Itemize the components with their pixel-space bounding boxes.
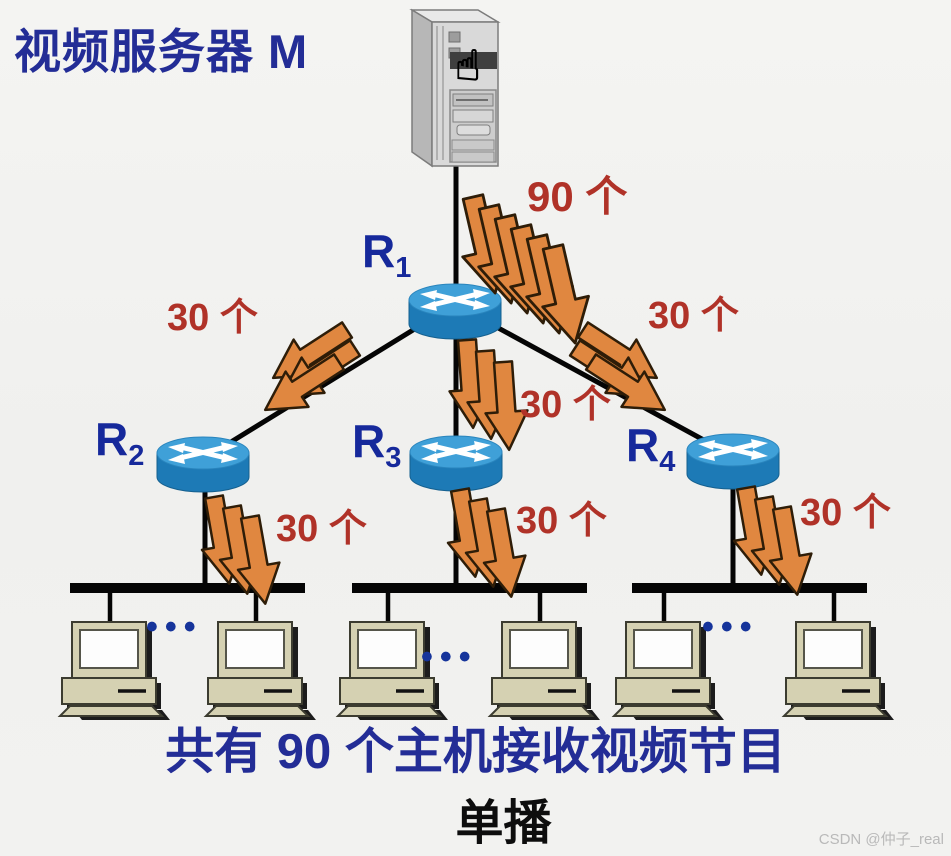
router-label-base: R: [95, 413, 129, 465]
host-ellipsis-middle: •••: [421, 638, 478, 676]
link-r1-r4: [456, 303, 735, 459]
flow-arrows-r1-to-r3: [444, 337, 532, 453]
router-r3-icon: [410, 436, 502, 491]
flow-count-server-to-r1: 90 个: [527, 173, 628, 220]
flow-count-r3-to-lan: 30 个: [516, 500, 607, 542]
hand-cursor-icon: ☝: [455, 42, 481, 89]
router-label-r3: R3: [352, 418, 401, 473]
router-label-r1: R1: [362, 228, 411, 283]
flow-count-r4-to-lan: 30 个: [800, 492, 891, 534]
router-label-base: R: [362, 225, 396, 277]
router-label-sub: 1: [395, 252, 412, 285]
router-label-base: R: [352, 415, 386, 467]
router-label-sub: 2: [128, 440, 145, 473]
router-r1-icon: [409, 284, 501, 339]
flow-count-r1-to-r2: 30 个: [167, 297, 258, 339]
router-label-base: R: [626, 419, 660, 471]
host-computer: [204, 620, 318, 722]
link-r1-r2: [203, 303, 454, 461]
watermark: CSDN @仲子_real: [818, 831, 944, 848]
host-ellipsis-left: •••: [146, 608, 203, 646]
host-drop-lines: [107, 590, 837, 624]
router-label-r4: R4: [626, 422, 675, 477]
flow-count-r1-to-r4: 30 个: [648, 295, 739, 337]
router-label-sub: 4: [659, 446, 676, 479]
server-tower-icon: ☝: [409, 8, 501, 168]
host-computer: [488, 620, 602, 722]
router-label-r2: R2: [95, 416, 144, 471]
flow-count-r2-to-lan: 30 个: [276, 508, 367, 550]
router-label-sub: 3: [385, 442, 402, 475]
summary-caption: 共有 90 个主机接收视频节目: [165, 725, 786, 779]
router-r2-icon: [157, 437, 249, 492]
host-computer: [782, 620, 896, 722]
flow-count-r1-to-r3: 30 个: [520, 384, 611, 426]
mode-label: 单播: [455, 797, 552, 850]
page-title: 视频服务器 M: [14, 25, 309, 78]
host-ellipsis-right: •••: [702, 608, 759, 646]
router-r4-icon: [687, 434, 779, 489]
